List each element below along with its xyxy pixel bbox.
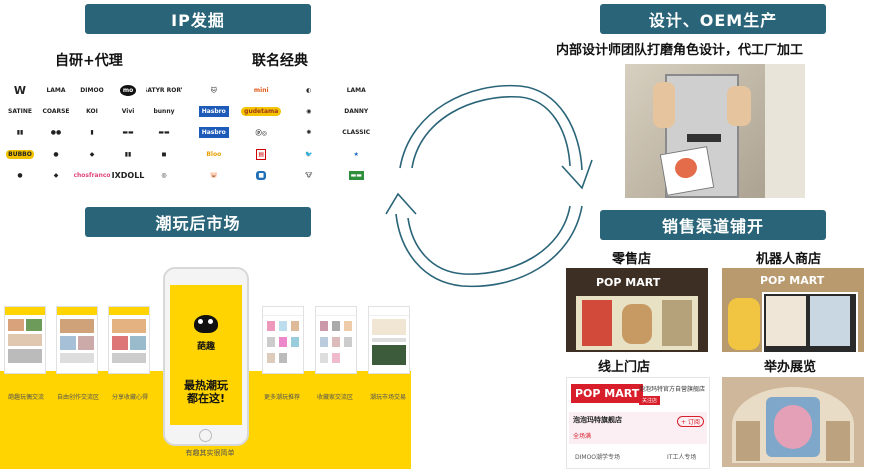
- robot-store-photo: POP MART: [722, 268, 864, 352]
- logo-3: DIMOO: [80, 87, 104, 95]
- logo-r16: ★: [353, 150, 359, 158]
- logo-1: W: [13, 84, 27, 98]
- logo-r19: 🐮: [305, 171, 313, 179]
- robot-store-sign: POP MART: [760, 274, 825, 287]
- logo-r18: ■: [256, 170, 267, 180]
- logo-11: ▮▮: [16, 129, 24, 137]
- online-promo: 全场满: [573, 433, 592, 440]
- app-screen-5: [315, 306, 357, 374]
- screen-caption-6: 潮玩市场交易: [369, 394, 406, 401]
- screen-caption-2: 自由创作交流区: [56, 394, 99, 401]
- logo-5: SATYR RORY: [146, 87, 182, 95]
- design-subtitle: 内部设计师团队打磨角色设计，代工厂加工: [556, 43, 804, 58]
- logo-22: ◆: [53, 171, 59, 179]
- online-footer-right: IT工人专场: [667, 454, 697, 461]
- online-store-screenshot: POP MART 泡泡玛特官方自营旗舰店 关注店 泡泡玛特旗舰店 + 订阅 全场…: [566, 377, 710, 469]
- online-badge: 关注店: [639, 396, 661, 405]
- logo-21: ●: [17, 171, 23, 179]
- logo-15: ▬▬: [158, 129, 170, 137]
- logo-12: ●●: [50, 129, 62, 137]
- logo-25: ◎: [161, 171, 167, 179]
- co-brand-logo-grid: 🐱 mini ◐ LAMA Hasbro gudetama ◉ DANNY Ha…: [190, 80, 380, 186]
- logo-r10: ⓟ◎: [255, 130, 267, 138]
- logo-r7: ◉: [306, 108, 312, 116]
- logo-13: ▮: [90, 129, 94, 137]
- logo-20: ◼: [161, 150, 167, 158]
- cycle-arrow-lower: [385, 192, 583, 288]
- logo-9: Vivi: [121, 108, 135, 116]
- self-dev-logo-grid: W LAMA DIMOO mo SATYR RORY SATINE COARSE…: [2, 80, 182, 186]
- app-slogan: 最热潮玩 都在这!: [184, 379, 228, 405]
- online-popmart-logo: POP MART: [571, 384, 644, 403]
- logo-r14: ▤: [256, 148, 267, 160]
- app-mascot-icon: [194, 315, 218, 333]
- sesame-logo: ▬▬: [348, 170, 364, 180]
- exhibition-label: 举办展览: [764, 360, 817, 375]
- app-name: 葩趣: [196, 342, 215, 352]
- app-screen-1: [4, 306, 46, 374]
- design-oem-banner: 设计、OEM生产: [600, 4, 826, 34]
- ip-discovery-banner: IP发掘: [85, 4, 311, 34]
- self-dev-agency-label: 自研+代理: [55, 53, 123, 69]
- logo-r17: 🐷: [210, 171, 218, 179]
- exhibition-photo: [722, 377, 864, 467]
- retail-sign: POP MART: [596, 276, 661, 289]
- retail-label: 零售店: [612, 252, 652, 267]
- logo-r8: DANNY: [344, 108, 369, 116]
- screen-caption-1: 葩趣玩偶交流: [7, 394, 44, 401]
- phone-home-button: [199, 429, 212, 442]
- screen-caption-4: 更多潮玩推荐: [263, 394, 300, 401]
- logo-r15: 🐦: [305, 150, 313, 158]
- logo-24: IXDOLL: [111, 170, 145, 180]
- online-footer-left: DIMOO潮学专场: [575, 454, 621, 461]
- online-shop-card: [569, 412, 707, 444]
- app-screen-6: [368, 306, 410, 374]
- app-screen-4: [262, 306, 304, 374]
- logo-23: chosfranco: [74, 171, 110, 179]
- hasbro-logo: Hasbro: [190, 101, 238, 122]
- logo-16: BUBBO: [6, 149, 34, 159]
- online-store-title: 泡泡玛特官方自营旗舰店: [639, 386, 706, 393]
- retail-store-photo: POP MART: [566, 268, 708, 352]
- logo-7: COARSE: [42, 108, 70, 116]
- app-phone: 葩趣 最热潮玩 都在这!: [163, 267, 249, 446]
- hasbro-logo-2: Hasbro: [190, 122, 238, 143]
- cycle-arrow-upper: [399, 84, 593, 190]
- logo-r2: mini: [253, 87, 269, 95]
- screen-caption-5: 收藏家交流区: [316, 394, 353, 401]
- logo-18: ◆: [89, 150, 95, 158]
- logo-r12: CLASSIC: [342, 129, 371, 137]
- logo-6: SATINE: [8, 108, 32, 116]
- sales-channel-banner: 销售渠道铺开: [600, 210, 826, 240]
- robot-store-label: 机器人商店: [756, 252, 822, 267]
- online-follow-button[interactable]: + 订阅: [677, 416, 704, 427]
- logo-r4: LAMA: [346, 87, 366, 95]
- logo-4: mo: [110, 80, 146, 101]
- logo-14: ▬▬: [122, 129, 134, 137]
- phone-screen: 葩趣 最热潮玩 都在这!: [170, 285, 242, 425]
- logo-r3: ◐: [306, 87, 312, 95]
- online-store-label: 线上门店: [598, 360, 651, 375]
- online-shop-name: 泡泡玛特旗舰店: [573, 416, 622, 424]
- logo-r13: Bloo: [206, 150, 222, 158]
- logo-2: LAMA: [46, 87, 66, 95]
- design-machine-photo: [625, 64, 805, 198]
- screen-caption-3: 分享收藏心得: [111, 394, 148, 401]
- gudetama-logo: gudetama: [238, 101, 286, 122]
- logo-19: ▮▮: [124, 150, 132, 158]
- app-screen-2: [56, 306, 98, 374]
- logo-17: ●: [53, 150, 59, 158]
- bottom-caption: 有趣其实很简单: [185, 449, 235, 457]
- logo-10: bunny: [153, 108, 175, 116]
- hello-kitty-logo: 🐱: [210, 87, 217, 95]
- logo-8: KOI: [86, 108, 98, 116]
- app-screen-3: [108, 306, 150, 374]
- logo-r11: ✺: [306, 129, 312, 137]
- aftermarket-banner: 潮玩后市场: [85, 207, 311, 237]
- co-brand-classic-label: 联名经典: [252, 53, 308, 69]
